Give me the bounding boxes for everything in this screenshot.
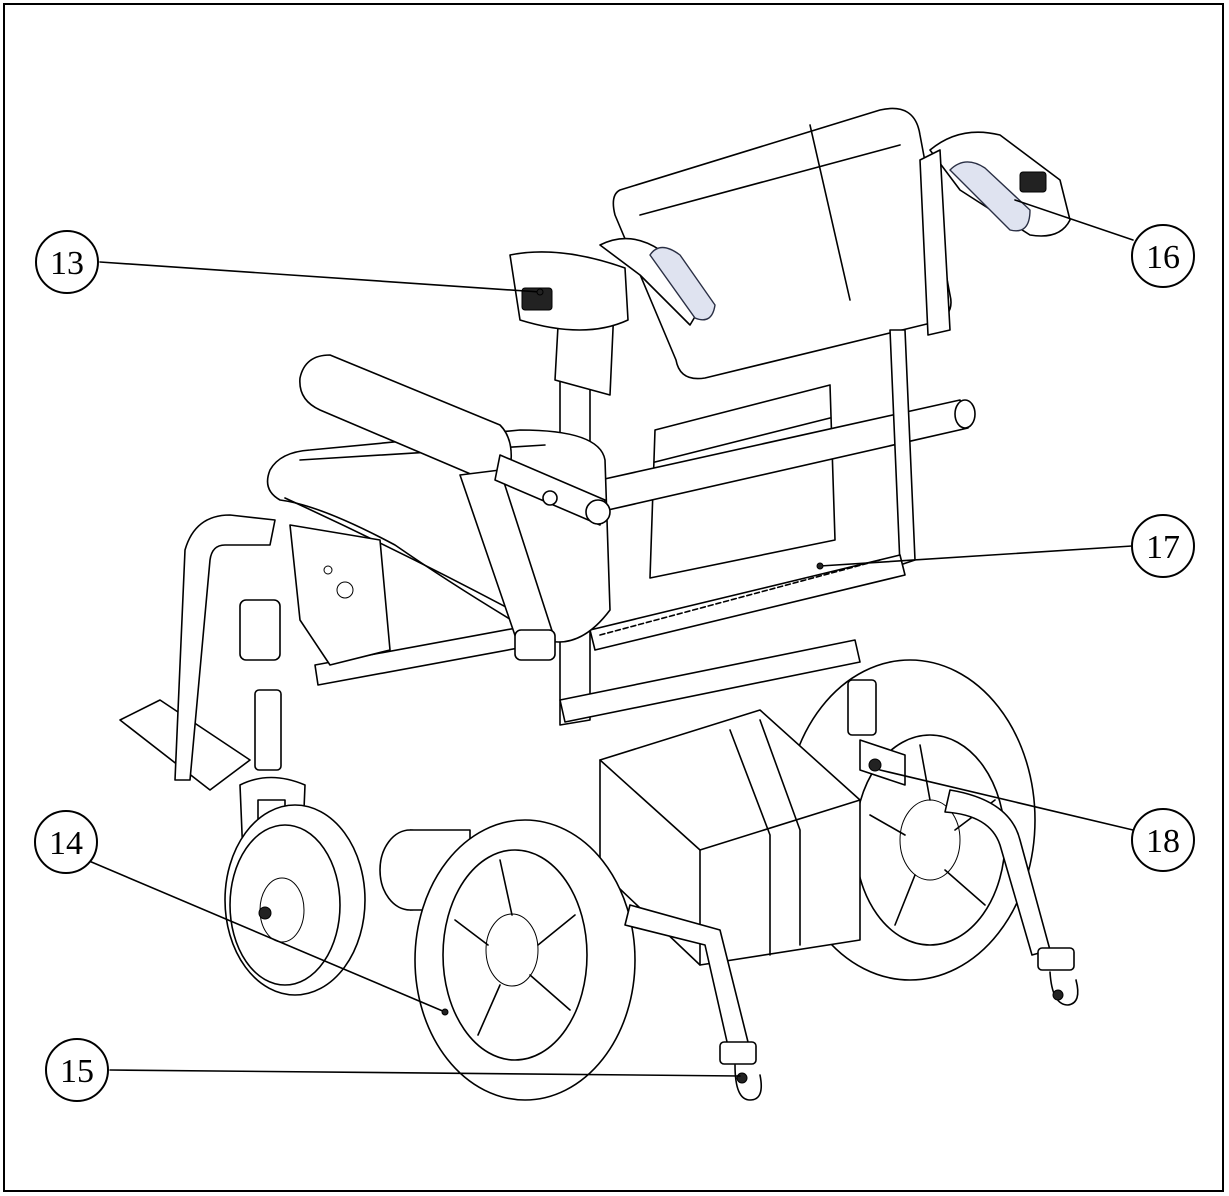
- callout-14: 14: [34, 810, 98, 874]
- callout-13: 13: [35, 230, 99, 294]
- callout-15: 15: [45, 1038, 109, 1102]
- front-caster: [224, 689, 366, 996]
- callout-label: 13: [50, 245, 84, 282]
- callout-16: 16: [1131, 224, 1195, 288]
- drawing-frame: [3, 3, 1224, 1192]
- anti-tip-left: [624, 904, 763, 1101]
- callout-label: 17: [1146, 529, 1180, 566]
- callout-17: 17: [1131, 514, 1195, 578]
- callout-label: 16: [1146, 239, 1180, 276]
- leader-lines: [81, 199, 1134, 1077]
- callout-18: 18: [1131, 808, 1195, 872]
- anti-tip-right: [944, 789, 1079, 1006]
- left-push-handle: [509, 237, 716, 396]
- footrest: [119, 514, 281, 791]
- armrest: [299, 354, 611, 661]
- back-pocket: [649, 384, 836, 579]
- right-push-handle: [919, 131, 1071, 336]
- drive-wheel: [414, 819, 636, 1101]
- folding-chain: [599, 559, 881, 636]
- callout-label: 18: [1146, 823, 1180, 860]
- side-panel: [289, 524, 391, 666]
- callout-label: 14: [49, 825, 83, 862]
- callout-label: 15: [60, 1053, 94, 1090]
